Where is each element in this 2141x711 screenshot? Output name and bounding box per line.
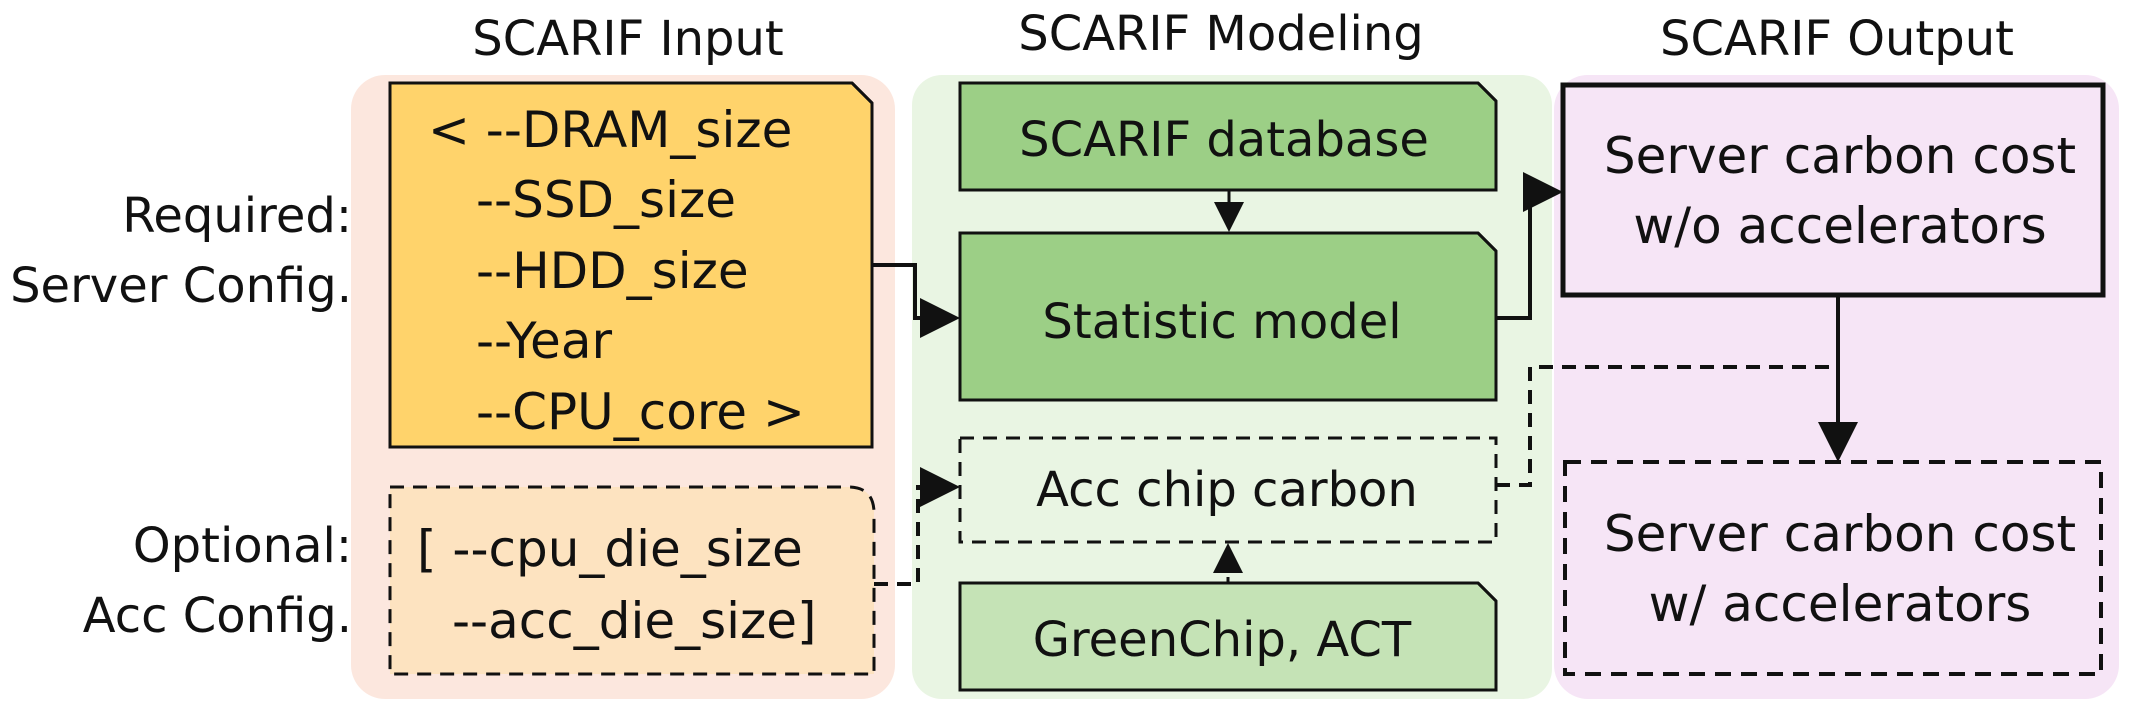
output-with-acc-line2: w/ accelerators: [1649, 575, 2032, 633]
optional-line-acc-die: --acc_die_size]: [452, 592, 817, 650]
arrow-required-to-model: [872, 263, 960, 338]
required-line-hdd: --HDD_size: [476, 242, 749, 300]
required-line-year: --Year: [476, 312, 612, 370]
greenchip-act-text: GreenChip, ACT: [1033, 612, 1412, 668]
acc-chip-carbon-text: Acc chip carbon: [1036, 462, 1418, 518]
scarif-database-box: [958, 81, 1498, 192]
greenchip-fold: [1476, 581, 1498, 603]
output-title: SCARIF Output: [1660, 11, 2014, 67]
arrow-acc-to-output: [1496, 365, 1838, 487]
output-with-acc-line1: Server carbon cost: [1604, 505, 2076, 563]
required-config-fold: [850, 81, 874, 105]
statistic-fold: [1476, 231, 1498, 253]
arrow-optional-to-acc: [874, 467, 960, 586]
statistic-model-text: Statistic model: [1042, 294, 1401, 350]
scarif-database-text: SCARIF database: [1019, 112, 1429, 168]
arrow-model-to-output: [1496, 172, 1563, 320]
output-no-acc-line1: Server carbon cost: [1604, 127, 2076, 185]
output-no-acc-line2: w/o accelerators: [1633, 197, 2046, 255]
database-fold: [1476, 81, 1498, 103]
required-config-box: [388, 81, 874, 449]
input-title: SCARIF Input: [472, 11, 783, 67]
server-config-label: Server Config.: [10, 258, 352, 314]
required-label: Required:: [122, 188, 352, 244]
optional-line-cpu-die: [ --cpu_die_size: [417, 520, 803, 578]
optional-label: Optional:: [133, 518, 352, 574]
output-no-acc-box: [1560, 82, 2106, 298]
greenchip-act-box: [958, 581, 1498, 692]
acc-config-label: Acc Config.: [83, 588, 352, 644]
acc-chip-carbon-box: [958, 436, 1498, 544]
optional-config-box: [388, 485, 876, 676]
required-line-dram: < --DRAM_size: [428, 101, 792, 159]
modeling-title: SCARIF Modeling: [1018, 6, 1424, 62]
statistic-model-box: [958, 231, 1498, 402]
required-line-ssd: --SSD_size: [476, 171, 736, 229]
output-with-acc-box: [1563, 460, 2103, 676]
required-line-cpu: --CPU_core >: [476, 383, 805, 441]
